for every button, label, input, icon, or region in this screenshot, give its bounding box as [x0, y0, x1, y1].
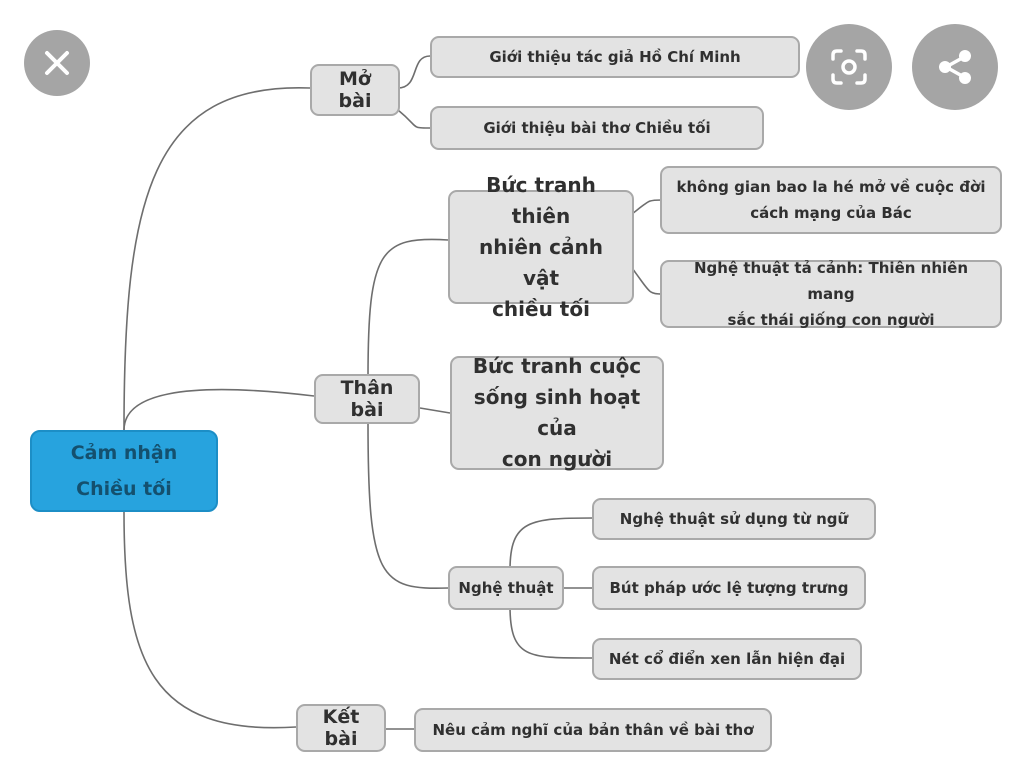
nghe-thuat-child-3: Nét cổ điển xen lẫn hiện đại: [592, 638, 862, 680]
edge-root-mo-bai: [123, 87, 311, 431]
root-node: Cảm nhận Chiều tối: [30, 430, 218, 512]
cuoc-song-node: Bức tranh cuộc sống sinh hoạt của con ng…: [450, 354, 664, 471]
edge-than-bai-cuoc-song: [419, 407, 451, 414]
mo-bai-node: Mở bài: [310, 64, 400, 116]
mo-bai-child-2: Giới thiệu bài thơ Chiều tối: [430, 106, 764, 150]
thien-nhien-node: Bức tranh thiên nhiên cảnh vật chiều tối: [448, 173, 634, 321]
nghe-thuat-child-1: Nghệ thuật sử dụng từ ngữ: [592, 498, 876, 540]
ket-bai-child-1: Nêu cảm nghĩ của bản thân về bài thơ: [414, 708, 772, 752]
nghe-thuat-node: Nghệ thuật: [448, 566, 564, 610]
edge-thien-nhien-1: [631, 199, 663, 215]
edge-root-than-bai: [123, 388, 315, 431]
than-bai-node: Thân bài: [314, 374, 420, 424]
lens-button[interactable]: [806, 24, 892, 110]
thien-nhien-child-1: không gian bao la hé mở về cuộc đời cách…: [660, 166, 1002, 234]
close-icon: [45, 51, 69, 75]
edge-mo-bai-1: [397, 55, 431, 89]
edge-nghe-thuat-3: [509, 605, 594, 659]
mo-bai-child-1: Giới thiệu tác giả Hồ Chí Minh: [430, 36, 800, 78]
lens-icon: [831, 49, 867, 85]
edge-thien-nhien-2: [631, 267, 663, 295]
edge-mo-bai-2: [397, 109, 431, 129]
edge-nghe-thuat-1: [509, 517, 594, 571]
share-button[interactable]: [912, 24, 998, 110]
share-icon: [939, 50, 971, 84]
edge-than-bai-thien-nhien: [367, 238, 449, 379]
edge-than-bai-nghe-thuat: [367, 421, 449, 590]
close-button[interactable]: [24, 30, 90, 96]
nghe-thuat-child-2: Bút pháp ước lệ tượng trưng: [592, 566, 866, 610]
ket-bai-node: Kết bài: [296, 704, 386, 752]
thien-nhien-child-2: Nghệ thuật tả cảnh: Thiên nhiên mang sắc…: [660, 259, 1002, 329]
edge-root-ket-bai: [123, 511, 297, 729]
